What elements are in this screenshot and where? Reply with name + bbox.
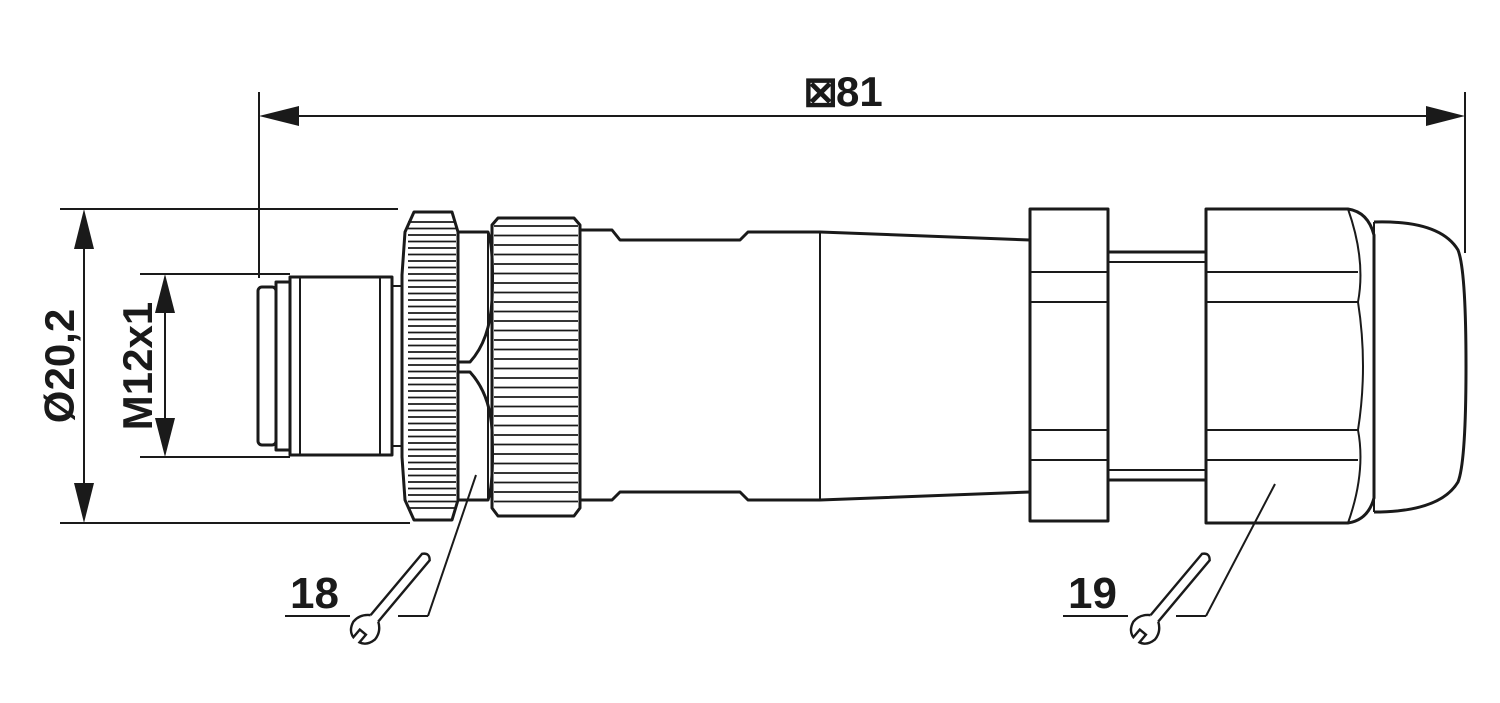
arrow-up-icon <box>74 209 94 249</box>
overall-length-value: 81 <box>836 68 883 115</box>
wrench-callout-19: 19 <box>1063 483 1276 645</box>
arrow-up-icon <box>155 274 175 313</box>
arrow-down-icon <box>155 418 175 457</box>
thread-dimension: M12x1 <box>114 273 290 458</box>
arrow-left-icon <box>259 106 299 126</box>
diameter-dimension: Ø20,2 <box>36 208 410 524</box>
wrench-icon <box>1129 552 1211 645</box>
dome-cap <box>1373 220 1468 514</box>
length-symbol: ⊠ <box>803 68 838 115</box>
plug-face <box>256 275 402 457</box>
arrow-right-icon <box>1426 106 1465 126</box>
intermediate-ring <box>456 230 494 502</box>
overall-length-dimension: ⊠ 81 <box>258 68 1466 278</box>
connector-outline <box>256 207 1468 525</box>
thread-size-label: M12x1 <box>114 302 161 430</box>
outer-diameter-label: Ø20,2 <box>36 309 83 423</box>
knurled-sleeve <box>490 216 582 518</box>
wrench-callout-18: 18 <box>285 474 477 645</box>
wrench-icon <box>349 552 431 645</box>
arrow-down-icon <box>74 483 94 523</box>
pressure-screw <box>1204 207 1376 525</box>
gland-neck <box>1108 250 1206 482</box>
hex-nut <box>1028 207 1110 523</box>
housing-body <box>580 228 1031 502</box>
wrench-size-18: 18 <box>290 569 339 618</box>
wrench-size-19: 19 <box>1068 569 1117 618</box>
knurled-coupling-nut <box>400 210 460 522</box>
